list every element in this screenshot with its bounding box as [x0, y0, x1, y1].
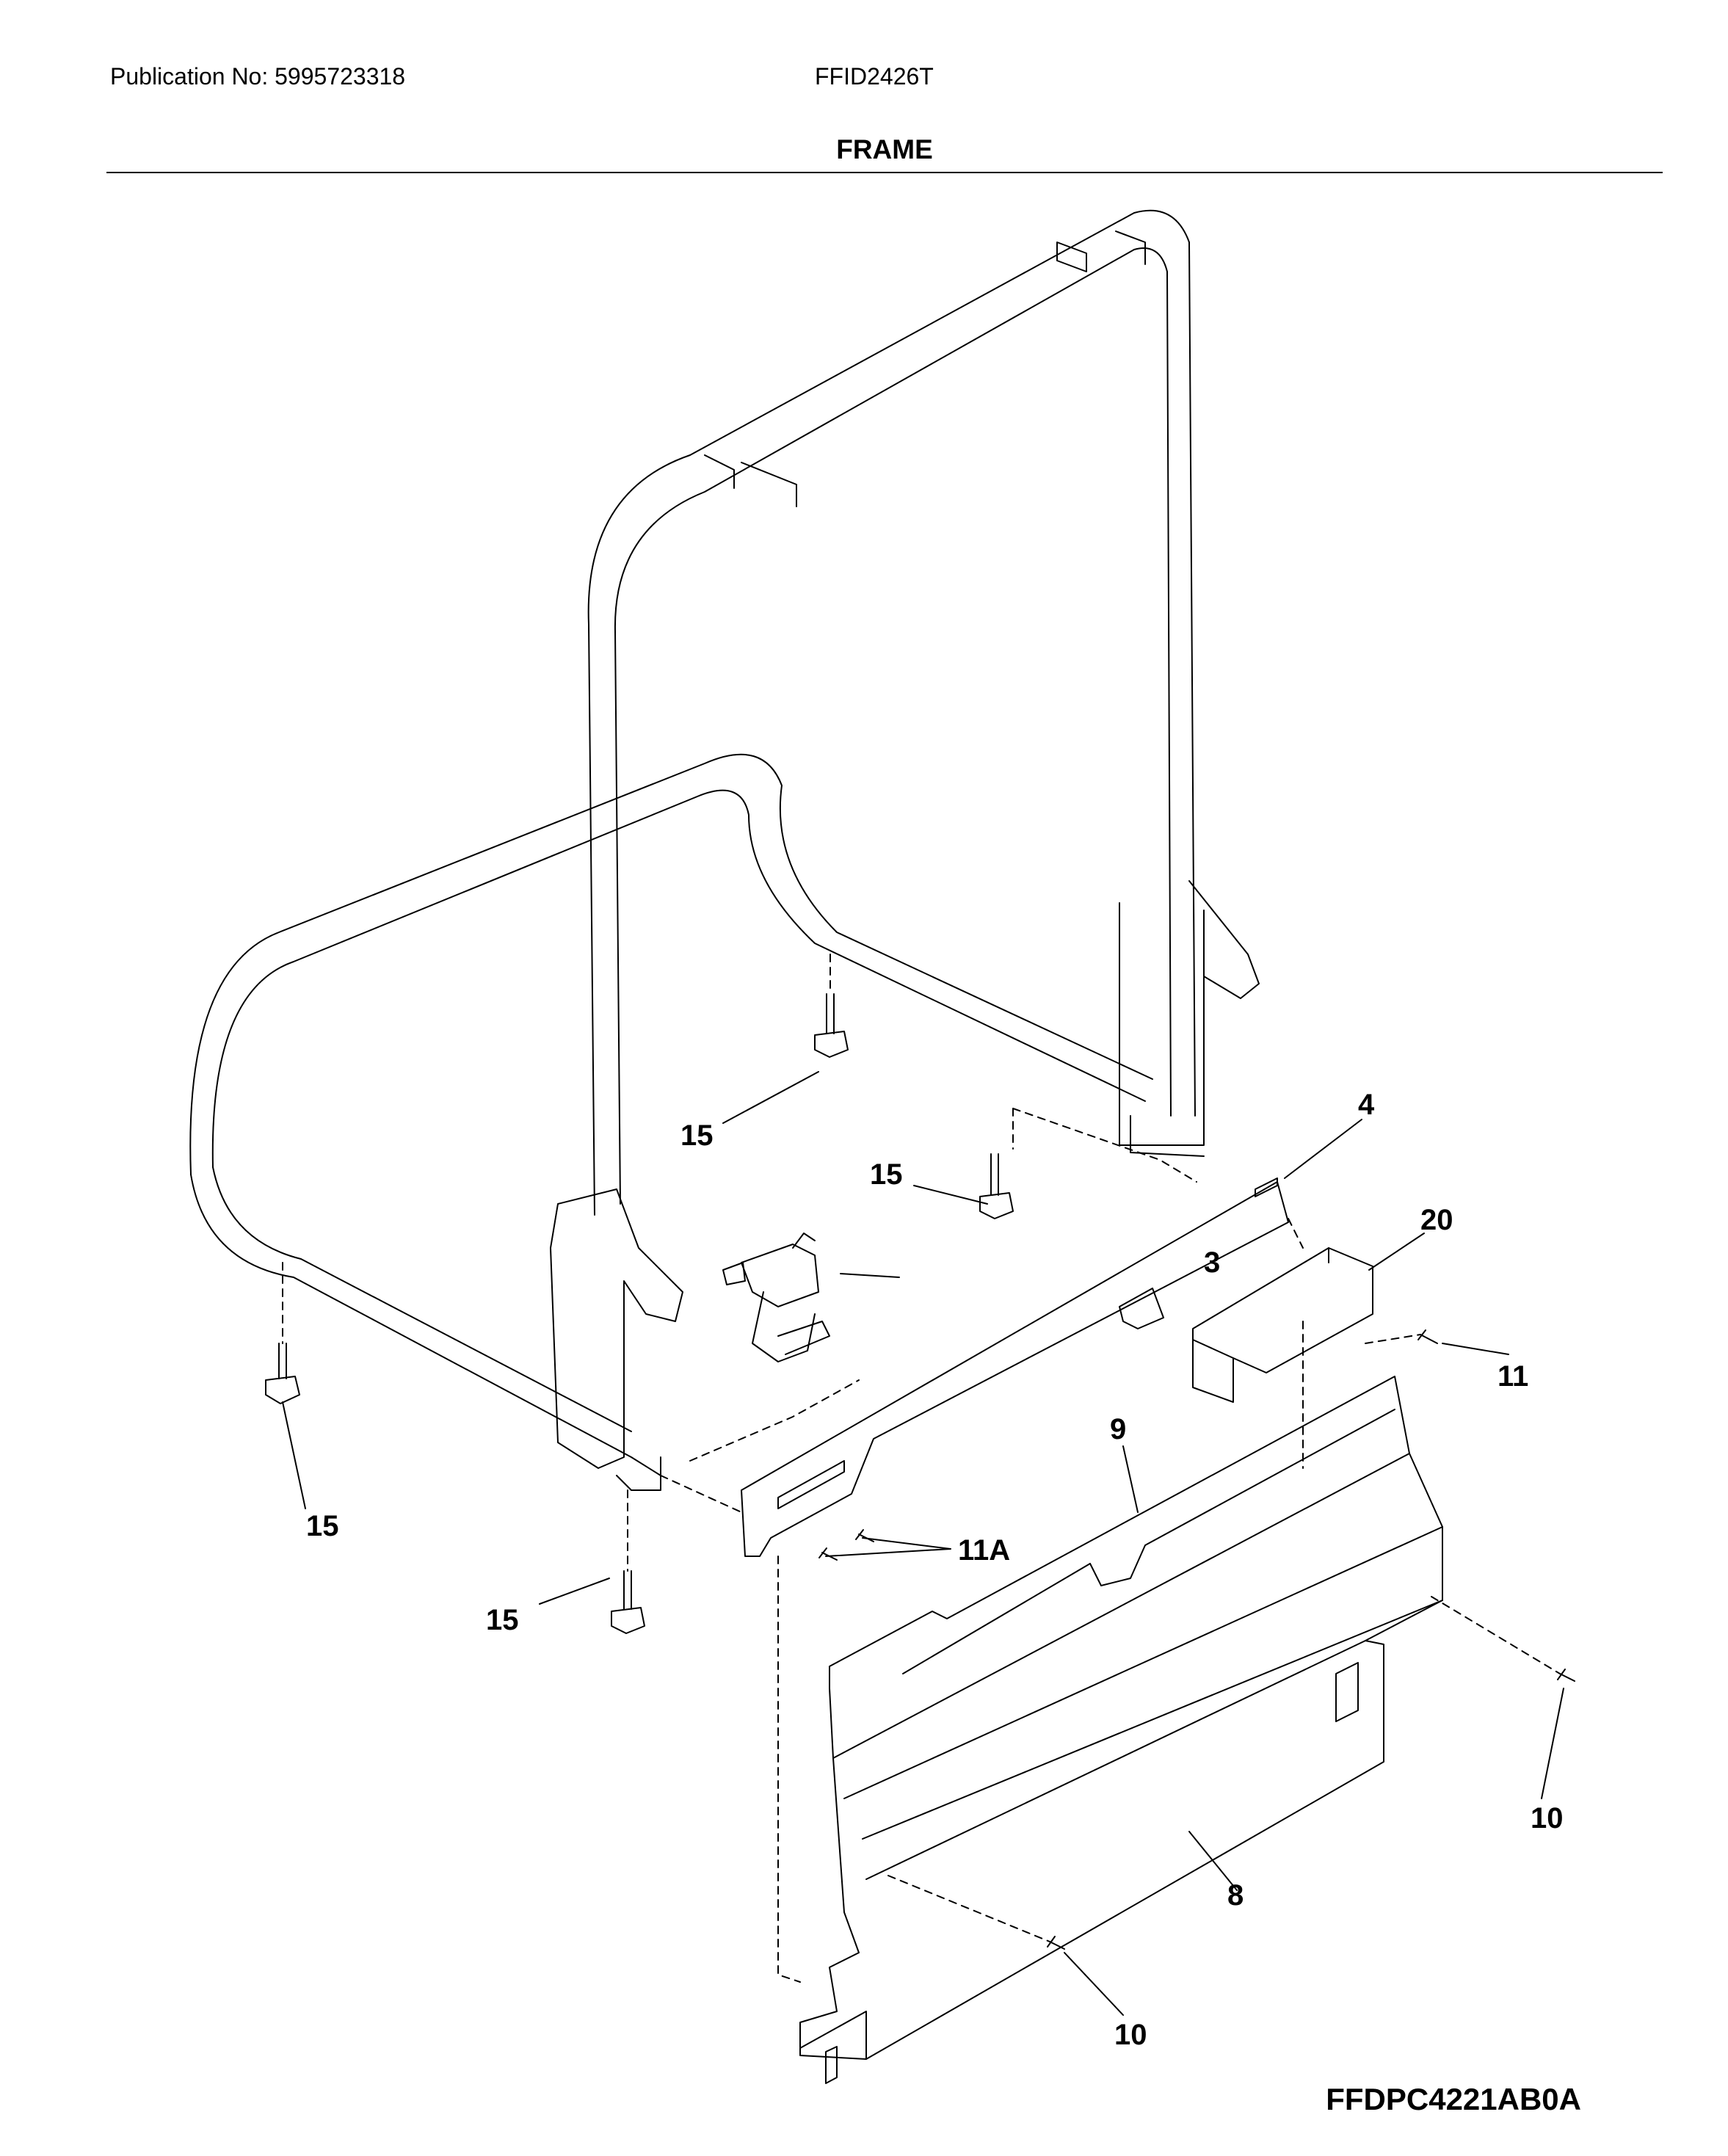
callout-10-right: 10	[1531, 1802, 1564, 1834]
callout-15-left: 15	[306, 1510, 339, 1542]
cover-20	[1192, 1247, 1373, 1403]
callout-11A: 11A	[958, 1534, 1010, 1567]
screw-11	[1417, 1329, 1438, 1344]
leveling-leg-15-middle	[979, 1153, 1014, 1219]
callout-9: 9	[1110, 1413, 1126, 1445]
diagram-code: FFDPC4221AB0A	[1326, 2082, 1581, 2116]
callout-4: 4	[1358, 1089, 1375, 1121]
callout-3: 3	[1204, 1246, 1220, 1279]
callout-15-middle: 15	[870, 1158, 903, 1191]
callout-15-front: 15	[486, 1604, 519, 1636]
water-valve-3	[722, 1233, 830, 1362]
callout-8: 8	[1227, 1879, 1244, 1912]
assembly-guide-lines	[282, 954, 1561, 1983]
screw-11A-lower	[818, 1547, 838, 1561]
upper-frame	[550, 209, 1260, 1469]
base-frame	[189, 753, 1153, 1491]
leveling-leg-15-left	[265, 1343, 300, 1404]
screw-11A-upper	[855, 1529, 874, 1542]
callout-11: 11	[1498, 1360, 1528, 1393]
leader-lines	[282, 1071, 1564, 2016]
screw-10-right	[1557, 1669, 1575, 1682]
page-title: FRAME	[836, 134, 933, 164]
leveling-leg-15-front	[611, 1570, 645, 1634]
header-divider	[106, 172, 1663, 173]
screw-10-lower	[1047, 1936, 1065, 1950]
callout-15-upper: 15	[680, 1119, 714, 1152]
toe-kick-panel-8	[799, 1376, 1443, 2084]
callout-10-lower: 10	[1114, 2019, 1147, 2051]
support-bracket-4	[741, 1177, 1289, 1557]
leveling-leg-15-upper	[814, 993, 849, 1058]
callout-20: 20	[1420, 1204, 1453, 1236]
publication-number: Publication No: 5995723318	[110, 63, 406, 90]
model-number: FFID2426T	[815, 63, 934, 90]
